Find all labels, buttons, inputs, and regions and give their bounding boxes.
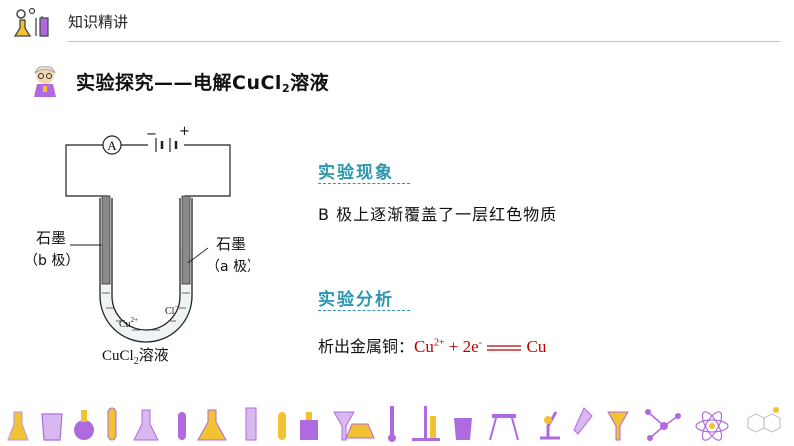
- test-tube-icon: [107, 407, 117, 441]
- header-title: 知识精讲: [68, 13, 129, 31]
- battery-plus-label: +: [179, 124, 190, 139]
- analysis-underline: [318, 310, 410, 311]
- flask-icon: [133, 409, 159, 441]
- section-title-suffix: 溶液: [290, 72, 330, 94]
- beaker-icon: [41, 413, 63, 441]
- phenomenon-underline: [318, 183, 410, 184]
- equation-equals-sign: [487, 345, 522, 351]
- lab-equipment-footer: [7, 406, 781, 442]
- header: 知识精讲: [0, 0, 794, 42]
- section-title-formula-sub: 2: [281, 82, 291, 95]
- flask-icon: [7, 411, 29, 441]
- stand-icon: [412, 406, 440, 441]
- phenomenon-title: 实验现象: [318, 163, 394, 183]
- molecule-icon: [645, 409, 681, 441]
- funnel-icon: [607, 411, 629, 441]
- dropper-bottle-icon: [345, 423, 375, 439]
- funnel-icon: [333, 411, 355, 441]
- lab-flask-logo-icon: [13, 7, 49, 37]
- electrolysis-apparatus-diagram: A − + Cu2+ Cl− 石墨 （b 极） 石墨 （a 极） CuCl2溶液: [24, 124, 250, 367]
- microscope-icon: [540, 411, 560, 440]
- analysis-equation-line: 析出金属铜：Cu2+ + 2e- Cu: [318, 333, 546, 357]
- phenomenon-text: B 极上逐渐覆盖了一层红色物质: [318, 205, 558, 224]
- section-title-formula: CuCl: [232, 72, 282, 94]
- battery-minus-label: −: [146, 127, 157, 142]
- right-electrode-pole: （a 极）: [206, 259, 250, 275]
- cl-ion-label: Cl−: [165, 303, 178, 317]
- graphite-electrode-a: [181, 195, 191, 285]
- left-electrode-pole: （b 极）: [24, 253, 79, 269]
- beaker-icon: [454, 418, 472, 440]
- reduction-equation: Cu2+ + 2e- Cu: [414, 337, 547, 356]
- solution-fill: [100, 248, 192, 342]
- u-tube-inner: [111, 198, 181, 331]
- section-title: 实验探究——电解CuCl2溶液: [76, 68, 329, 95]
- ammeter-label: A: [107, 138, 117, 153]
- right-electrode-name: 石墨: [216, 235, 246, 253]
- u-tube-outer: [99, 198, 193, 343]
- pointer-line-a: [187, 247, 209, 264]
- dropper-icon: [573, 407, 593, 435]
- thermometer-icon: [388, 406, 396, 442]
- tripod-icon: [489, 414, 519, 441]
- analysis-title: 实验分析: [318, 290, 394, 310]
- scientist-icon: [34, 66, 56, 97]
- cu-ion-label: Cu2+: [119, 316, 138, 330]
- left-electrode-name: 石墨: [36, 229, 66, 247]
- atom-icon: [695, 411, 729, 441]
- analysis-label: 析出金属铜：: [318, 337, 415, 356]
- solution-label: CuCl2溶液: [102, 346, 169, 367]
- round-flask-icon: [74, 410, 94, 440]
- test-tube-icon: [278, 412, 286, 440]
- graphite-electrode-b: [101, 195, 111, 285]
- section-title-prefix: 实验探究——电解: [76, 72, 233, 94]
- ammeter-icon: [102, 135, 122, 155]
- test-tube-icon: [178, 412, 186, 440]
- header-divider: [68, 41, 780, 42]
- circuit-wire: [65, 144, 231, 227]
- benzene-icon: [747, 407, 781, 433]
- erlenmeyer-icon: [197, 409, 227, 441]
- bottle-icon: [300, 412, 318, 440]
- graduated-cylinder-icon: [245, 407, 257, 441]
